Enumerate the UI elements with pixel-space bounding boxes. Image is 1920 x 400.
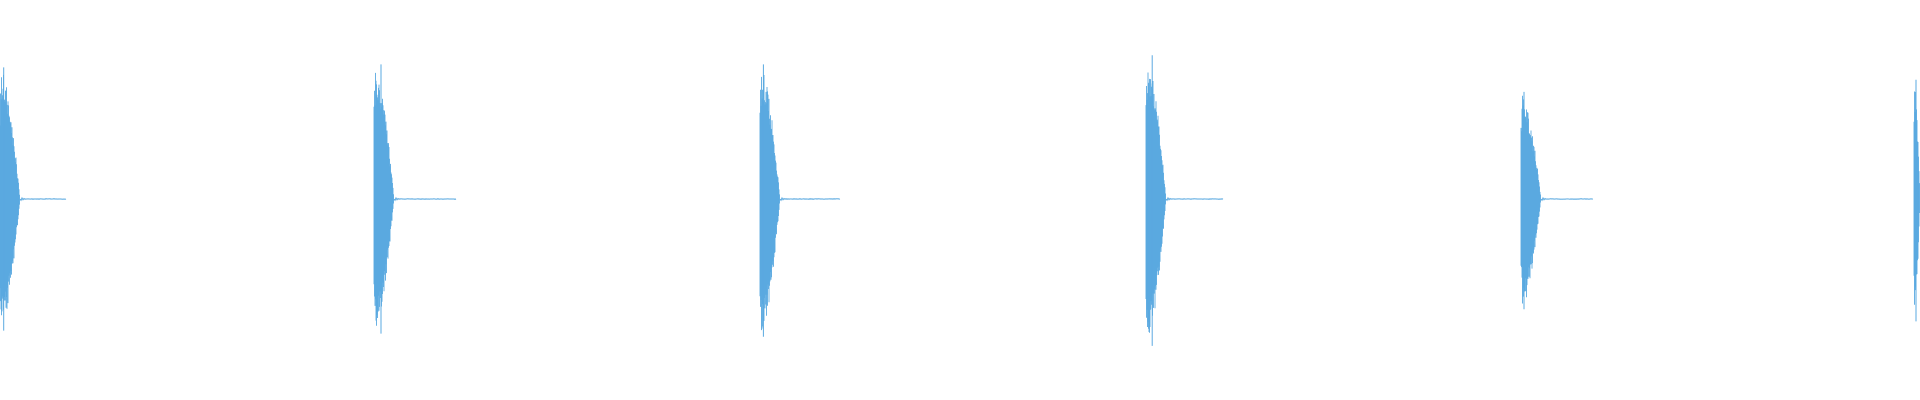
- waveform-burst-body: [1913, 91, 1920, 305]
- waveform-bursts: [0, 55, 1920, 346]
- waveform-burst-body: [1145, 72, 1166, 333]
- waveform-burst-tail: [779, 196, 841, 202]
- waveform-burst-6: [1913, 79, 1920, 322]
- waveform-burst-tail: [19, 196, 67, 202]
- waveform-burst-3: [759, 64, 841, 337]
- waveform-burst-body: [1520, 95, 1541, 304]
- waveform-burst-1: [0, 67, 67, 331]
- waveform-burst-tail: [393, 196, 457, 202]
- waveform-burst-tail: [1540, 196, 1594, 202]
- waveform-burst-5: [1520, 91, 1594, 310]
- waveform-burst-body: [373, 72, 394, 326]
- waveform-burst-2: [373, 64, 457, 334]
- waveform-burst-4: [1145, 55, 1224, 346]
- waveform-burst-body: [759, 75, 780, 331]
- waveform-burst-body: [0, 74, 20, 316]
- waveform-burst-tail: [1165, 196, 1224, 202]
